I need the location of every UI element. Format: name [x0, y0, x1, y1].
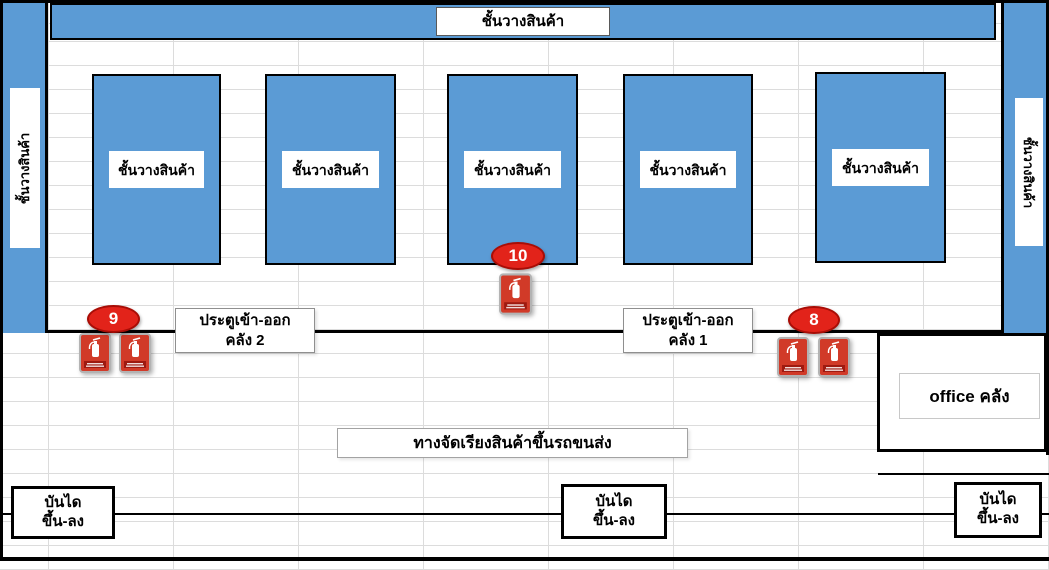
right-rack-label-box: ชั้นวางสินค้า	[1015, 98, 1043, 246]
fire-extinguisher-icon	[777, 337, 809, 377]
center-rack-1-label: ชั้นวางสินค้า	[109, 151, 204, 188]
stairs-right-line1: บันได	[979, 491, 1017, 509]
center-rack-1: ชั้นวางสินค้า	[92, 74, 221, 265]
left-rack-bar: ชั้นวางสินค้า	[3, 3, 48, 333]
right-rack-bar: ชั้นวางสินค้า	[1001, 3, 1046, 333]
top-rack-bar: ชั้นวางสินค้า	[50, 3, 996, 40]
loading-dock-line	[0, 513, 1049, 515]
office-room: office คลัง	[877, 333, 1047, 452]
stairs-left-line1: บันได	[44, 493, 82, 511]
fire-station-10-badge: 10	[491, 242, 545, 270]
fire-extinguisher-icon	[818, 337, 850, 377]
office-label: office คลัง	[899, 373, 1040, 419]
center-rack-2-label: ชั้นวางสินค้า	[282, 151, 379, 188]
office-side-line	[878, 473, 1049, 475]
door-warehouse-2-line1: ประตูเข้า-ออก	[199, 312, 291, 329]
bottom-wall	[0, 557, 1049, 561]
fire-extinguisher-sign	[79, 333, 111, 373]
fire-extinguisher-sign	[119, 333, 151, 373]
outer-top-wall	[0, 0, 1049, 3]
door-warehouse-1-line1: ประตูเข้า-ออก	[642, 312, 734, 329]
center-rack-2: ชั้นวางสินค้า	[265, 74, 396, 265]
fire-extinguisher-icon	[499, 273, 532, 315]
fire-extinguisher-icon	[119, 333, 151, 373]
outer-right-wall	[1046, 0, 1049, 455]
loading-lane-label: ทางจัดเรียงสินค้าขึ้นรถขนส่ง	[337, 428, 688, 458]
warehouse-front-wall	[0, 330, 1049, 333]
stairs-center-line1: บันได	[595, 492, 633, 510]
center-rack-5-label: ชั้นวางสินค้า	[832, 149, 929, 186]
stairs-center: บันได ขึ้น-ลง	[561, 484, 667, 539]
center-rack-3: ชั้นวางสินค้า	[447, 74, 578, 265]
stairs-right: บันได ขึ้น-ลง	[954, 482, 1042, 538]
stairs-left-line2: ขึ้น-ลง	[41, 512, 85, 530]
center-rack-3-label: ชั้นวางสินค้า	[464, 151, 561, 188]
door-warehouse-2-line2: คลัง 2	[225, 331, 265, 349]
fire-station-9-badge: 9	[87, 305, 140, 333]
door-warehouse-2: ประตูเข้า-ออก คลัง 2	[175, 308, 315, 353]
fire-extinguisher-sign	[818, 337, 850, 377]
door-warehouse-1-line2: คลัง 1	[668, 331, 708, 349]
left-rack-label: ชั้นวางสินค้า	[17, 132, 33, 204]
fire-extinguisher-sign	[499, 273, 532, 315]
stairs-left: บันได ขึ้น-ลง	[11, 486, 115, 539]
door-warehouse-1: ประตูเข้า-ออก คลัง 1	[623, 308, 753, 353]
center-rack-4: ชั้นวางสินค้า	[623, 74, 753, 265]
center-rack-4-label: ชั้นวางสินค้า	[640, 151, 736, 188]
stairs-right-line2: ขึ้น-ลง	[976, 510, 1020, 527]
center-rack-5: ชั้นวางสินค้า	[815, 72, 946, 263]
fire-extinguisher-sign	[777, 337, 809, 377]
fire-station-8-badge: 8	[788, 306, 840, 334]
stairs-center-line2: ขึ้น-ลง	[592, 511, 636, 529]
right-rack-label: ชั้นวางสินค้า	[1021, 136, 1037, 208]
fire-extinguisher-icon	[79, 333, 111, 373]
top-rack-label: ชั้นวางสินค้า	[436, 7, 610, 36]
outer-left-wall	[0, 0, 3, 559]
left-rack-label-box: ชั้นวางสินค้า	[10, 88, 40, 248]
